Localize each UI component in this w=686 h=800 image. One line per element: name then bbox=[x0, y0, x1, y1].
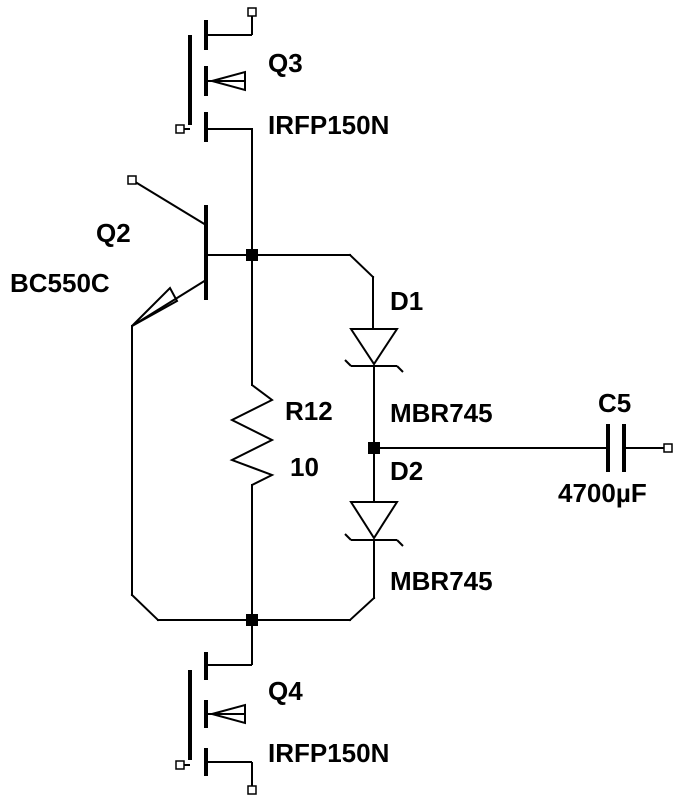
q4-mosfet bbox=[180, 620, 253, 786]
d1-part-label: MBR745 bbox=[390, 398, 493, 428]
q2-part-label: BC550C bbox=[10, 268, 110, 298]
q4-gate-terminal bbox=[175, 760, 185, 770]
junction-dot bbox=[368, 442, 380, 454]
q2-bjt bbox=[130, 179, 252, 622]
d2-part-label: MBR745 bbox=[390, 566, 493, 596]
c5-capacitor bbox=[606, 424, 626, 472]
q3-mosfet bbox=[180, 14, 253, 142]
q3-drain-terminal bbox=[247, 7, 257, 17]
r12-value-label: 10 bbox=[290, 452, 319, 482]
q3-gate-terminal bbox=[175, 124, 185, 134]
q4-ref-label: Q4 bbox=[268, 676, 303, 706]
d2-ref-label: D2 bbox=[390, 456, 423, 486]
q2-base-terminal bbox=[127, 175, 137, 185]
r12-ref-label: R12 bbox=[285, 396, 333, 426]
q3-part-label: IRFP150N bbox=[268, 110, 389, 140]
d1-ref-label: D1 bbox=[390, 286, 423, 316]
junction-dot bbox=[246, 249, 258, 261]
c5-ref-label: C5 bbox=[598, 388, 631, 418]
q4-part-label: IRFP150N bbox=[268, 738, 389, 768]
q2-ref-label: Q2 bbox=[96, 218, 131, 248]
junction-dot bbox=[246, 614, 258, 626]
q4-source-terminal bbox=[247, 785, 257, 795]
c5-value-label: 4700µF bbox=[558, 478, 647, 508]
q3-ref-label: Q3 bbox=[268, 48, 303, 78]
r12-resistor bbox=[229, 384, 275, 486]
c5-terminal bbox=[663, 443, 673, 453]
